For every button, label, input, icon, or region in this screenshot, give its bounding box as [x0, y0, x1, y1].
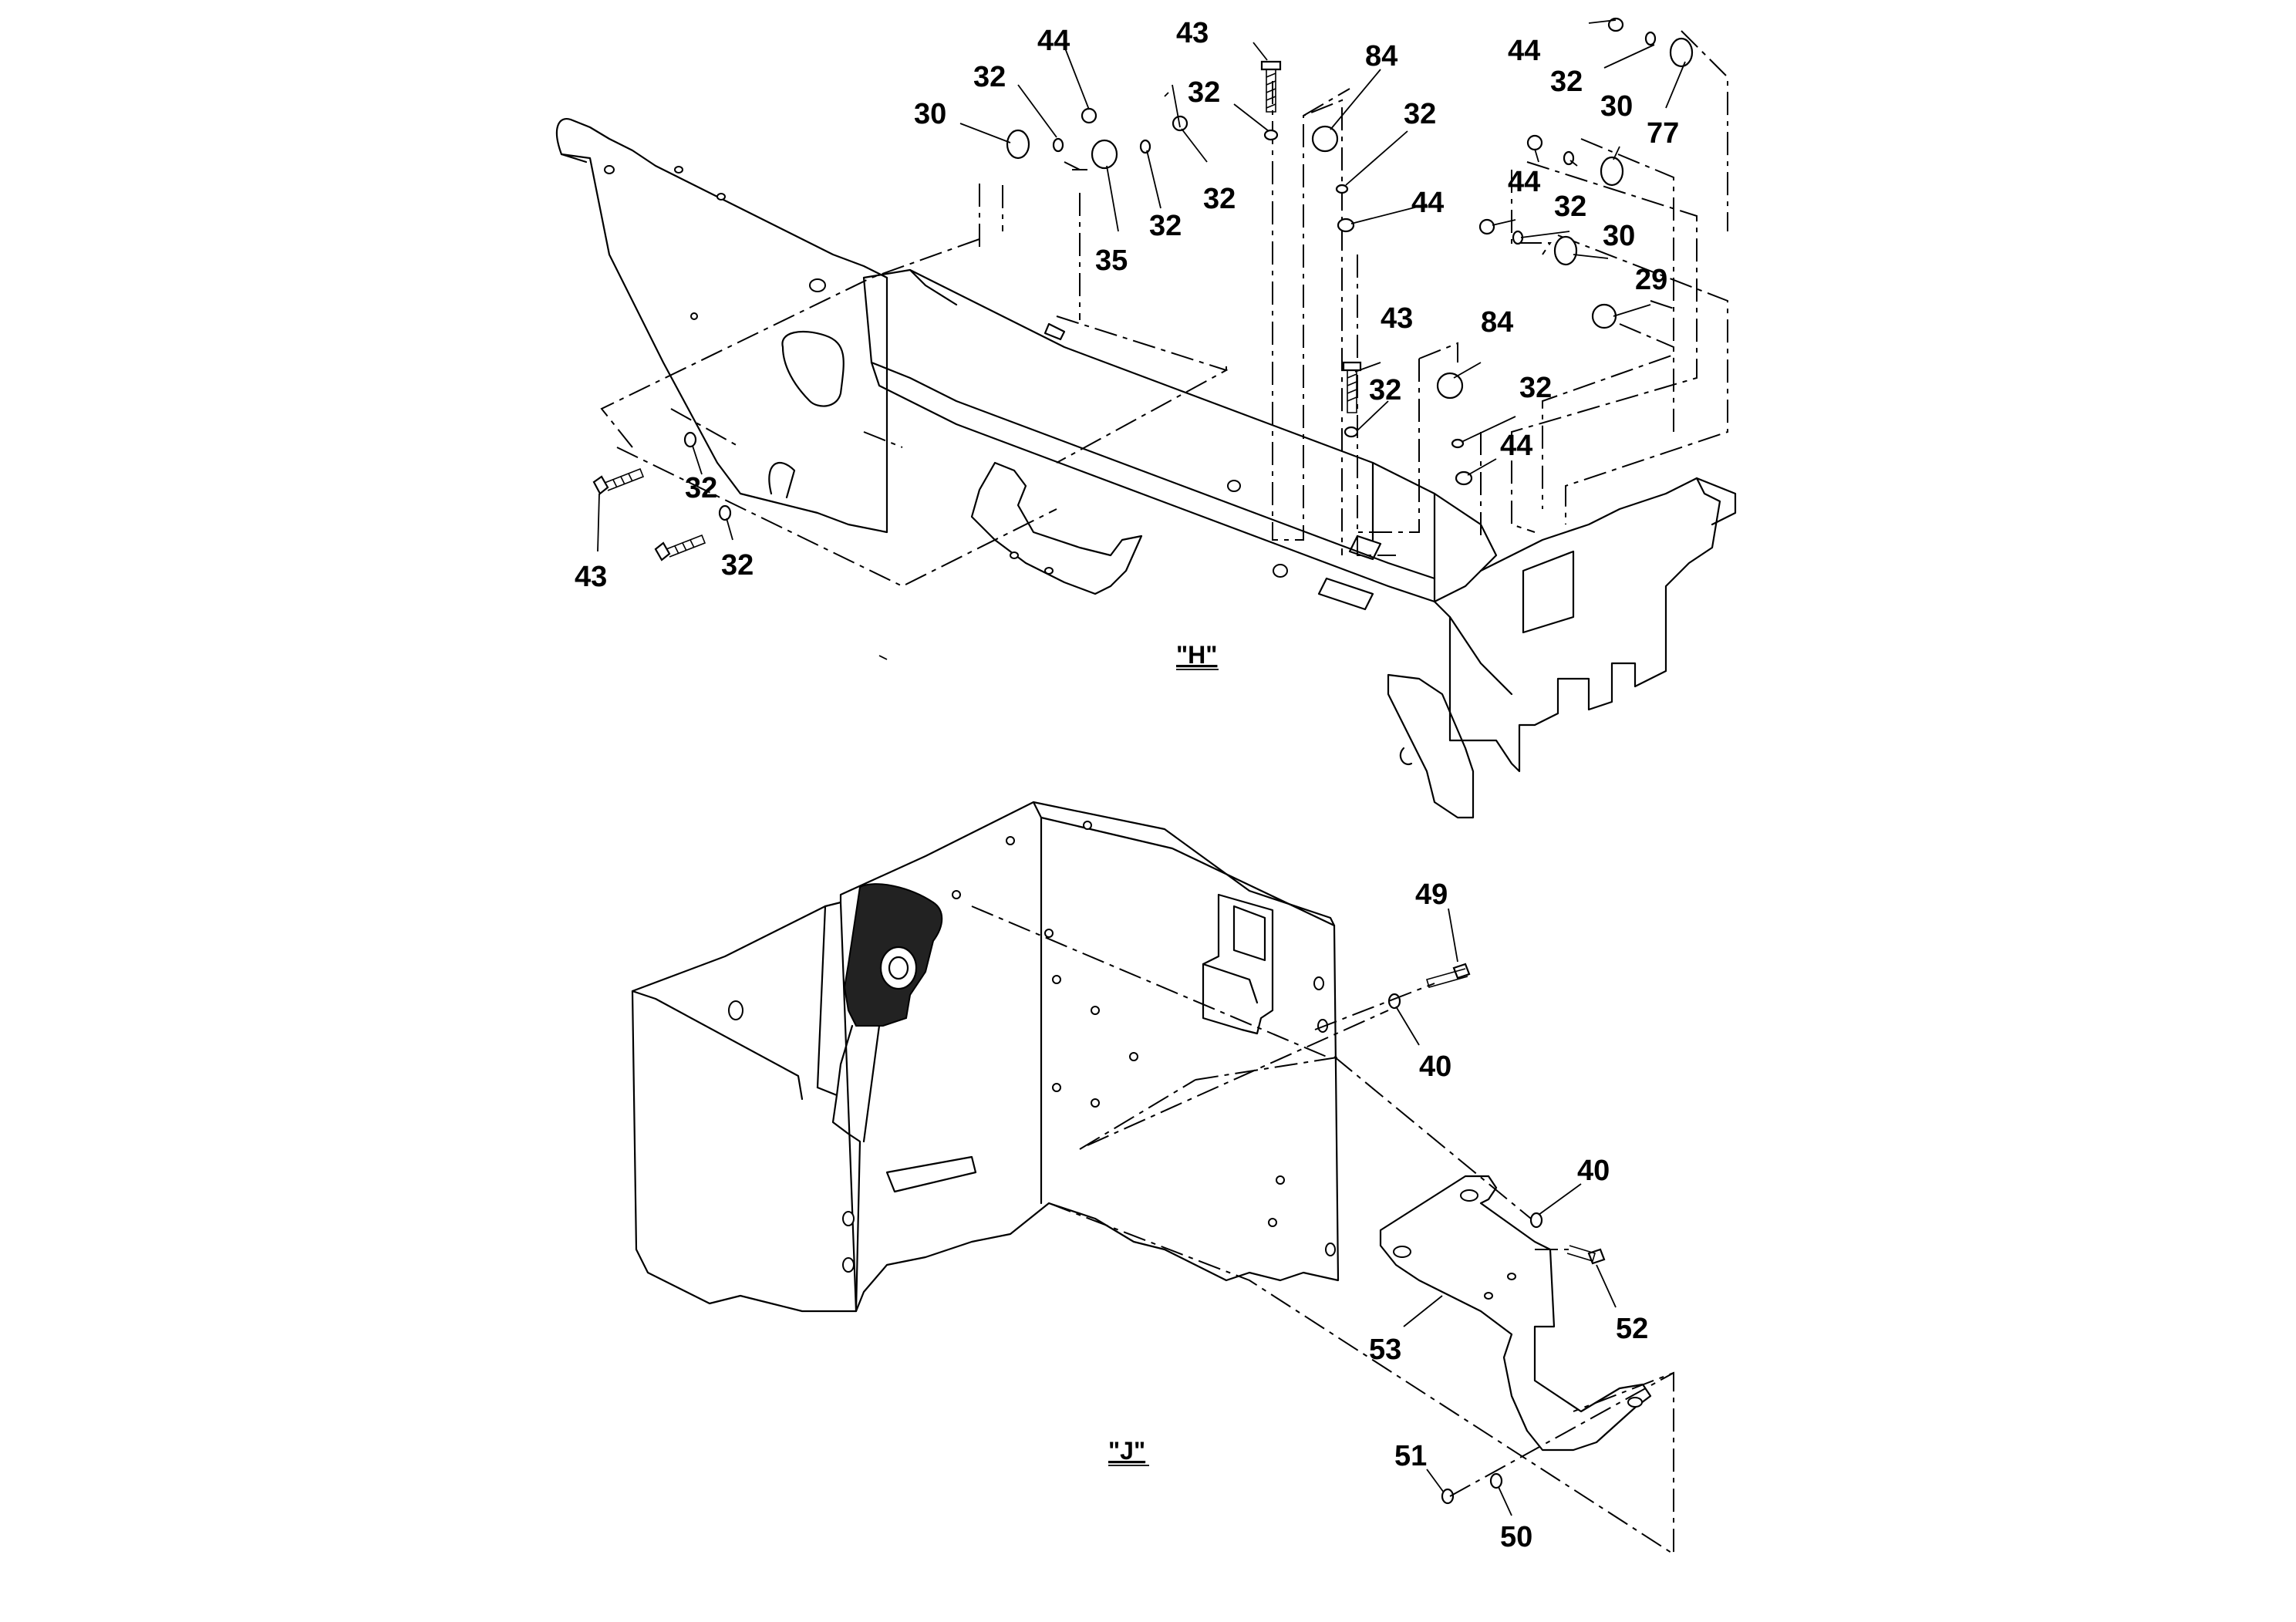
- view-h-assembly: [555, 17, 1737, 819]
- callout-number: 40: [1419, 1050, 1451, 1083]
- left-side-plate: [555, 117, 888, 534]
- callout-number: 43: [1176, 17, 1209, 49]
- callout-number: 84: [1481, 306, 1513, 339]
- view-label-h: "H": [1176, 641, 1217, 669]
- callout-number: 52: [1616, 1313, 1648, 1345]
- callout-number: 44: [1508, 35, 1540, 67]
- battery-box: [631, 801, 1340, 1313]
- callout-number: 32: [1203, 183, 1236, 215]
- fastener-bolt: [1260, 60, 1282, 113]
- callout-number: 44: [1500, 430, 1532, 462]
- callout-number: 29: [1635, 264, 1667, 296]
- callout-number: 32: [1404, 98, 1436, 130]
- view-label-j: "J": [1108, 1437, 1145, 1465]
- callout-number: 30: [914, 98, 946, 130]
- callout-number: 40: [1577, 1155, 1610, 1187]
- callout-number: 44: [1508, 166, 1540, 198]
- callout-number: 32: [721, 549, 754, 582]
- callout-number: 32: [1519, 372, 1552, 404]
- callout-number: 32: [1550, 66, 1583, 98]
- callout-number: 49: [1415, 878, 1448, 911]
- callout-number: 30: [1600, 90, 1633, 123]
- callout-number: 32: [685, 472, 717, 504]
- mounting-bracket: [1379, 1175, 1652, 1452]
- right-end-plate: [1448, 477, 1721, 773]
- callout-number: 32: [1188, 76, 1220, 109]
- relay-module: [1202, 893, 1274, 1035]
- callouts-view-h: 44 32 30 43 32 84 32 44 32 30 77 32 35 3…: [575, 17, 1679, 593]
- lower-bracket: [970, 461, 1143, 595]
- callout-number: 84: [1365, 40, 1397, 73]
- callout-number: 32: [1554, 191, 1586, 223]
- callout-number: 32: [1149, 210, 1182, 242]
- fastener-bolt: [1566, 1245, 1606, 1265]
- main-frame-rail: [862, 268, 1498, 603]
- callout-number: 32: [1369, 374, 1401, 406]
- callout-number: 30: [1603, 220, 1635, 252]
- callout-number: 35: [1095, 244, 1128, 277]
- callout-number: 43: [575, 561, 607, 593]
- callout-number: 44: [1037, 25, 1070, 57]
- view-j-assembly: [631, 801, 1674, 1556]
- fastener-bolt: [654, 534, 706, 561]
- callout-number: 77: [1647, 117, 1679, 150]
- callout-number: 53: [1369, 1334, 1401, 1366]
- callout-number: 51: [1394, 1440, 1427, 1472]
- callout-number: 50: [1500, 1521, 1532, 1553]
- callouts-view-j: 49 40 40 52 53 51 50: [1369, 878, 1648, 1553]
- fastener-bolt: [592, 467, 645, 495]
- callout-number: 43: [1381, 302, 1413, 335]
- fastener-bolt: [1425, 963, 1471, 988]
- callout-number: 32: [973, 61, 1006, 93]
- callout-number: 44: [1411, 187, 1444, 219]
